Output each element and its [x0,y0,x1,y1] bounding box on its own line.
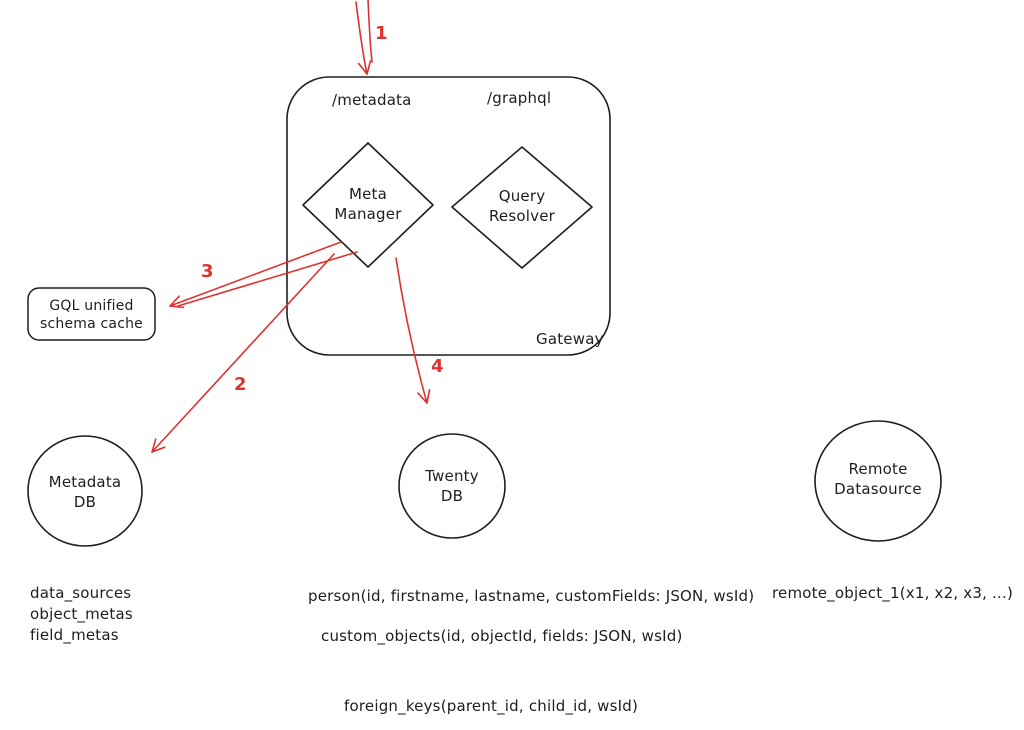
metadata-db-label: Metadata DB [48,473,122,511]
remote-datasource-circle [814,420,942,542]
step-2-label: 2 [234,374,247,395]
remote-datasource-label: Remote Datasource [834,460,922,498]
step-4-label: 4 [431,356,444,377]
arrow-2-to-metadata-db [151,253,335,453]
twenty-db-table-person: person(id, firstname, lastname, customFi… [308,587,755,605]
meta-manager-label: Meta Manager [334,185,402,223]
query-resolver-diamond [451,146,593,269]
query-resolver-label: Query Resolver [488,187,555,225]
twenty-db-circle [398,433,506,539]
metadata-db-tables: data_sources object_metas field_metas [30,584,133,644]
meta-manager-diamond [302,142,434,268]
twenty-db-table-custom-objects: custom_objects(id, objectId, fields: JSO… [321,627,683,645]
metadata-db-circle [27,435,143,547]
route-graphql-label: /graphql [487,89,552,107]
schema-cache-box [27,287,156,341]
schema-cache-label: GQL unified schema cache [39,298,143,332]
twenty-db-label: Twenty DB [425,467,479,505]
arrow-4-to-twenty-db [395,257,431,404]
step-3-label: 3 [201,261,214,282]
arrow-1-incoming-request [355,0,373,75]
gateway-label: Gateway [536,330,604,348]
twenty-db-table-foreign-keys: foreign_keys(parent_id, child_id, wsId) [344,697,639,715]
gateway-box [286,76,611,356]
arrow-3-to-schema-cache [169,241,358,309]
route-metadata-label: /metadata [332,91,412,109]
step-1-label: 1 [375,23,388,44]
remote-object-schema: remote_object_1(x1, x2, x3, ...) [772,584,1014,602]
